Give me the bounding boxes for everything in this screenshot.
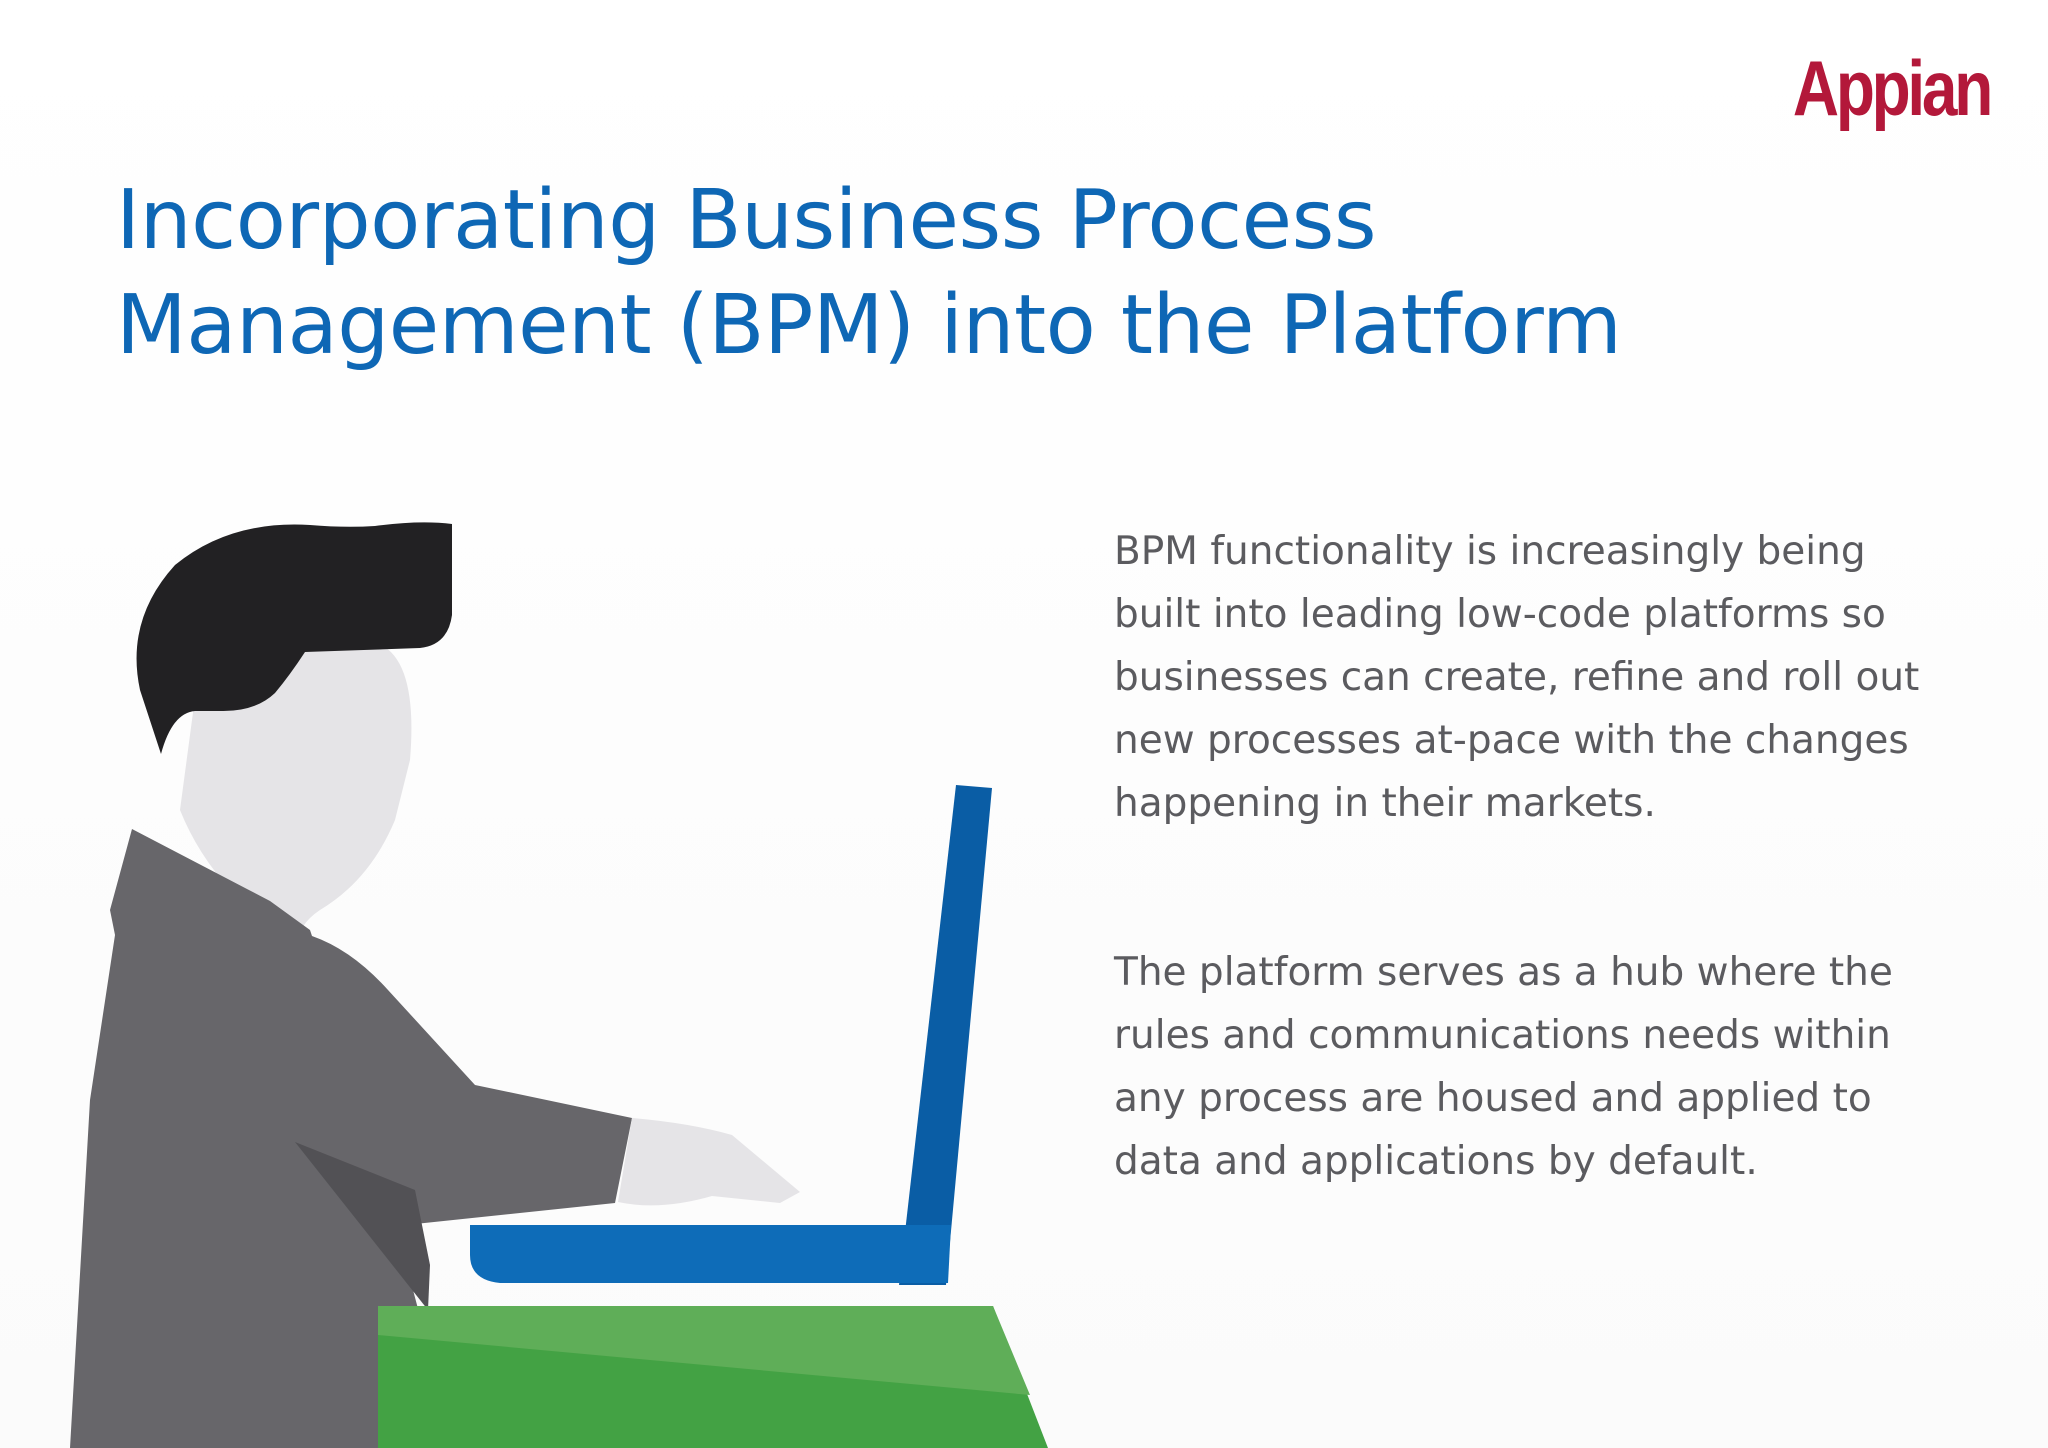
laptop-screen-shape (899, 785, 992, 1285)
paragraph-line: any process are housed and applied to (1114, 1076, 1872, 1121)
paragraph-line: new processes at-pace with the changes (1114, 718, 1909, 763)
paragraph-line: happening in their markets. (1114, 781, 1656, 826)
paragraph-line: The platform serves as a hub where the (1114, 950, 1893, 995)
desk-highlight-shape (378, 1306, 1030, 1395)
hair-shape (136, 522, 453, 754)
title-line: Management (BPM) into the Platform (116, 278, 1622, 373)
paragraph-line: built into leading low-code platforms so (1114, 592, 1886, 637)
appian-logo: Appian (1792, 44, 1993, 132)
paragraph-line: rules and communications needs within (1114, 1013, 1891, 1058)
title-line: Incorporating Business Process (116, 173, 1377, 268)
laptop-base-shape (470, 1225, 951, 1283)
shirt-shadow-shape (295, 1142, 430, 1310)
shirt-shape (70, 829, 632, 1448)
page-title: Incorporating Business Process Managemen… (116, 168, 1636, 378)
face-shape (180, 640, 412, 960)
platform-hub-paragraph: The platform serves as a hub where the r… (1114, 941, 1934, 1193)
hand-shape (618, 1118, 800, 1206)
bpm-functionality-paragraph: BPM functionality is increasingly being … (1114, 520, 1934, 835)
paragraph-line: BPM functionality is increasingly being (1114, 529, 1866, 574)
paragraph-line: data and applications by default. (1114, 1139, 1758, 1184)
person-at-laptop-illustration (70, 522, 1048, 1448)
paragraph-line: businesses can create, refine and roll o… (1114, 655, 1920, 700)
